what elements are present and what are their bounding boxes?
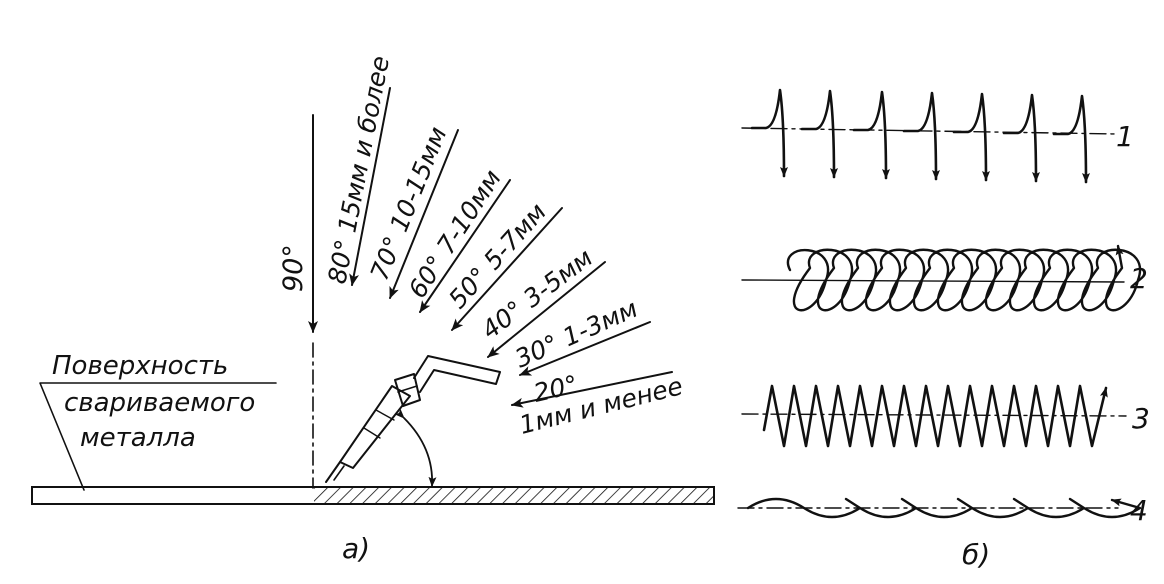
arrow-40 xyxy=(487,261,606,358)
pattern-3-axis xyxy=(741,413,1127,417)
part-a: 90° 80° 15мм и более 70° 10-15мм 60° 7-1… xyxy=(31,53,715,565)
pattern-3-zigzag xyxy=(741,384,1127,448)
pattern-4-wave xyxy=(737,497,1142,519)
part-b: 1 2 3 4 б) xyxy=(737,88,1150,571)
hook-stroke xyxy=(952,92,990,182)
surface-label-line1: Поверхность xyxy=(52,351,228,381)
arrow-70 xyxy=(389,129,459,299)
hook-stroke xyxy=(1002,93,1040,183)
pattern-4-number: 4 xyxy=(1130,494,1148,527)
pattern-1-number: 1 xyxy=(1116,120,1134,153)
surface-label-line3: металла xyxy=(80,423,196,453)
pattern-2-axis xyxy=(741,279,1125,283)
angle-arc xyxy=(394,408,437,487)
caption-a: а) xyxy=(342,532,370,565)
caption-b: б) xyxy=(962,538,990,571)
surface-label-line2: свариваемого xyxy=(64,388,255,418)
hook-stroke xyxy=(750,88,788,178)
pattern-1-hooks xyxy=(741,88,1119,184)
wave-path xyxy=(746,497,1142,519)
arrow-60 xyxy=(419,179,511,313)
arrow-30 xyxy=(519,321,651,376)
pattern-3-number: 3 xyxy=(1132,402,1150,435)
hook-strokes xyxy=(750,88,1090,184)
angle-label-90: 90° xyxy=(278,244,309,292)
hook-stroke xyxy=(902,91,940,181)
pattern-2-number: 2 xyxy=(1130,262,1148,295)
hook-stroke xyxy=(1052,94,1090,184)
arrow-50 xyxy=(451,207,563,331)
hook-stroke xyxy=(800,89,838,179)
pattern-2-loops xyxy=(741,244,1142,312)
loop-path xyxy=(786,244,1142,312)
welding-torch-icon xyxy=(325,355,501,483)
zigzag-path xyxy=(762,384,1108,448)
hook-stroke xyxy=(852,90,890,180)
arrow-20 xyxy=(511,371,673,408)
plate-hatched-section xyxy=(314,488,713,503)
arrow-80 xyxy=(349,87,391,286)
surface-leader-line xyxy=(39,382,277,491)
